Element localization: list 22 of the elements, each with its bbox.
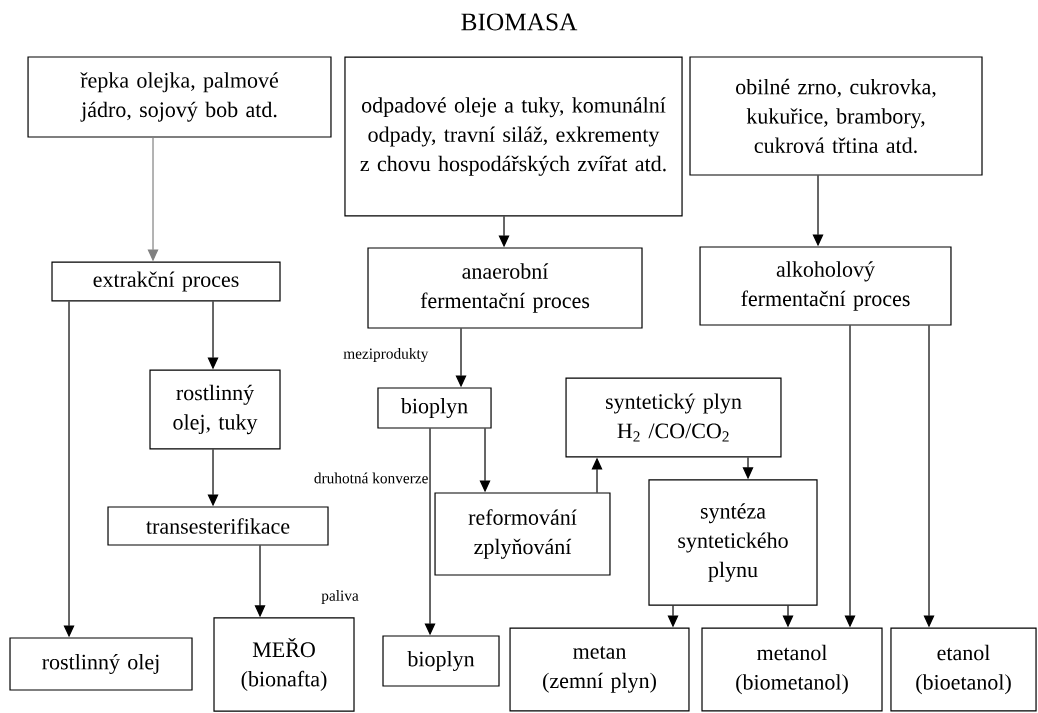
- product-box: MEŘO (bionafta): [213, 617, 355, 712]
- source-box: obilné zrno, cukrovka, kukuřice, brambory, cukrová třtina atd.: [689, 56, 983, 176]
- product-box: etanol (bioetanol): [890, 627, 1037, 712]
- process-box: extrakční proces: [51, 261, 281, 302]
- process-box: syntéza syntetického plynu: [648, 479, 818, 606]
- annotation-label: meziprodukty: [343, 348, 429, 362]
- product-box: rostlinný olej: [9, 637, 193, 691]
- process-box: anaerobní fermentační proces: [367, 247, 643, 329]
- process-box: transesterifikace: [107, 506, 329, 546]
- product-box: bioplyn: [382, 635, 500, 687]
- source-box: řepka olejka, palmové jádro, sojový bob atd.: [27, 56, 332, 138]
- intermediate-box: bioplyn: [377, 387, 492, 429]
- annotation-label: druhotná konverze: [314, 472, 428, 484]
- product-box: metanol (biometanol): [701, 627, 883, 712]
- source-box: odpadové oleje a tuky, komunální odpady, travní siláž, exkrementy z chovu hospodářských zvířat atd.: [344, 56, 683, 217]
- annotation-label: paliva: [321, 590, 359, 604]
- product-box: metan (zemní plyn): [509, 627, 690, 712]
- intermediate-box: rostlinný olej, tuky: [149, 369, 281, 450]
- title: BIOMASA: [461, 13, 578, 31]
- process-box: alkoholový fermentační proces: [699, 246, 952, 326]
- intermediate-box: syntetický plyn H$_{2}$ /CO/CO$_{2}$: [565, 377, 782, 458]
- process-box: reformování zplyňování: [434, 492, 611, 576]
